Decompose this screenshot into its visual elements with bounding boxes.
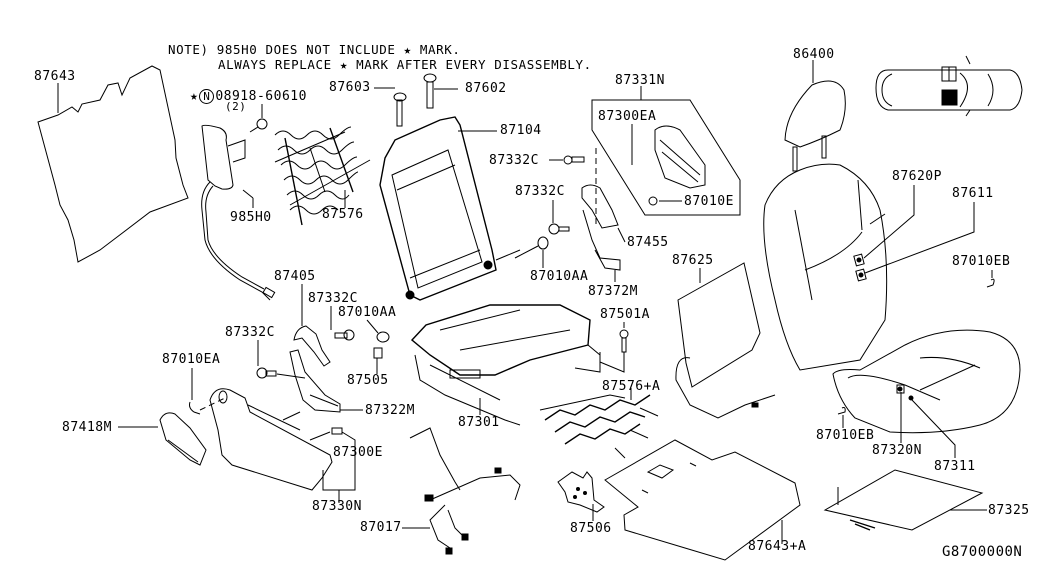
part-label-87506[interactable]: 87506 [570, 521, 612, 536]
part-label-08918-60610[interactable]: 08918-60610 [215, 89, 307, 104]
part-label-87332c-d[interactable]: 87332C [225, 325, 275, 340]
leader-87620p [863, 185, 915, 259]
circle-n-icon: N [199, 89, 215, 104]
part-985h0-airbag[interactable] [201, 118, 276, 301]
part-label-87010aa-b[interactable]: 87010AA [338, 305, 397, 320]
leader-985h0 [242, 189, 254, 199]
part-label-87501a[interactable]: 87501A [600, 307, 650, 322]
part-87603-headrest-guide[interactable] [393, 92, 407, 127]
part-87643a-cushion-board[interactable] [604, 439, 801, 561]
part-label-87301[interactable]: 87301 [458, 415, 500, 430]
part-label-87322m[interactable]: 87322M [365, 403, 415, 418]
quantity-label: (2) [225, 100, 247, 113]
part-87332c-bolt-b[interactable] [548, 223, 570, 235]
part-87602-headrest-guide[interactable] [423, 73, 437, 109]
part-87625-back-heater-mat[interactable] [675, 262, 776, 419]
part-label-87643[interactable]: 87643 [34, 69, 76, 84]
part-label-87603[interactable]: 87603 [329, 80, 371, 95]
part-87576a-seat-heater[interactable] [539, 394, 659, 459]
part-label-87576[interactable]: 87576 [322, 207, 364, 222]
part-87010aa-clip-b[interactable] [376, 331, 390, 343]
part-label-87311[interactable]: 87311 [934, 459, 976, 474]
part-87332c-bolt-a[interactable] [563, 155, 585, 165]
note-line-1: NOTE) 985H0 DOES NOT INCLUDE ★ MARK. [168, 42, 461, 57]
leader-87311 [911, 399, 956, 458]
part-87506-plate[interactable] [557, 471, 605, 513]
part-label-87010aa-a[interactable]: 87010AA [530, 269, 589, 284]
part-label-87620p[interactable]: 87620P [892, 169, 942, 184]
part-87501a-bolt[interactable] [619, 329, 629, 353]
part-label-87405[interactable]: 87405 [274, 269, 316, 284]
part-87311-cushion-trim[interactable] [832, 329, 1021, 434]
part-87372m-trim[interactable] [582, 209, 621, 271]
part-87010ea-clip[interactable] [189, 397, 226, 415]
part-87418m-knob[interactable] [159, 412, 207, 466]
part-86400-headrest[interactable] [784, 80, 846, 172]
part-label-87017[interactable]: 87017 [360, 520, 402, 535]
part-label-87010eb-b[interactable]: 87010EB [816, 428, 875, 443]
leader-87010aa-b [366, 319, 379, 334]
part-label-87643a[interactable]: 87643+A [748, 539, 807, 554]
part-label-87505[interactable]: 87505 [347, 373, 389, 388]
leader-87300e [322, 431, 356, 491]
part-label-87372m[interactable]: 87372M [588, 284, 638, 299]
part-label-87611[interactable]: 87611 [952, 186, 994, 201]
part-label-87576a[interactable]: 87576+A [602, 379, 661, 394]
part-87010eb-clip-b[interactable] [837, 407, 846, 415]
part-87455-trim[interactable] [581, 184, 619, 229]
leader-87332c-d-b [276, 373, 306, 379]
part-87017-wire-harness[interactable] [409, 427, 521, 555]
note-line-2: ALWAYS REPLACE ★ MARK AFTER EVERY DISASS… [218, 57, 592, 72]
part-87104-seatback-frame[interactable] [379, 116, 521, 301]
part-label-87300e[interactable]: 87300E [333, 445, 383, 460]
part-87301-seat-frame[interactable] [406, 291, 601, 426]
part-label-87010e[interactable]: 87010E [684, 194, 734, 209]
part-87010e-screw[interactable] [648, 196, 658, 206]
part-label-87325[interactable]: 87325 [988, 503, 1030, 518]
part-87620p-seatback-trim[interactable] [763, 163, 888, 371]
part-87300ea-finisher[interactable] [654, 125, 706, 189]
part-label-87331n[interactable]: 87331N [615, 73, 665, 88]
part-87332c-bolt-c[interactable] [334, 329, 355, 341]
part-label-87418m[interactable]: 87418M [62, 420, 112, 435]
part-label-87332c-c[interactable]: 87332C [308, 291, 358, 306]
part-label-86400[interactable]: 86400 [793, 47, 835, 62]
star-icon: ★ [190, 89, 199, 104]
part-label-87104[interactable]: 87104 [500, 123, 542, 138]
part-87010aa-clip-a[interactable] [514, 236, 549, 259]
leader-87455 [617, 227, 626, 243]
part-87325-cushion-board[interactable] [823, 469, 984, 531]
part-87330n-side-finisher[interactable] [209, 388, 333, 491]
part-87010eb-clip-a[interactable] [986, 278, 995, 288]
part-87576-seat-spring[interactable] [274, 126, 371, 226]
part-87643-back-board[interactable] [37, 65, 189, 263]
part-87332c-bolt-d[interactable] [256, 367, 277, 379]
part-87322m-bracket[interactable] [289, 349, 341, 413]
leader-87501a-b [599, 352, 625, 373]
part-label-87300ea[interactable]: 87300EA [598, 109, 657, 124]
leader-87611 [864, 202, 975, 274]
part-label-87332c-a[interactable]: 87332C [489, 153, 539, 168]
part-87405-bracket[interactable] [293, 325, 331, 367]
part-label-87602[interactable]: 87602 [465, 81, 507, 96]
diagram-code: G8700000N [942, 544, 1023, 560]
part-label-87332c-b[interactable]: 87332C [515, 184, 565, 199]
vehicle-locator-icon [875, 55, 1023, 117]
part-label-87320n[interactable]: 87320N [872, 443, 922, 458]
part-87331n-kit-box [591, 99, 741, 216]
part-label-985h0[interactable]: 985H0 [230, 210, 272, 225]
part-label-87625[interactable]: 87625 [672, 253, 714, 268]
part-label-87010eb-a[interactable]: 87010EB [952, 254, 1011, 269]
part-87300e-clip[interactable] [331, 427, 343, 435]
part-label-87330n[interactable]: 87330N [312, 499, 362, 514]
part-label-87010ea[interactable]: 87010EA [162, 352, 221, 367]
part-label-87455[interactable]: 87455 [627, 235, 669, 250]
part-87505-clip[interactable] [373, 347, 383, 359]
